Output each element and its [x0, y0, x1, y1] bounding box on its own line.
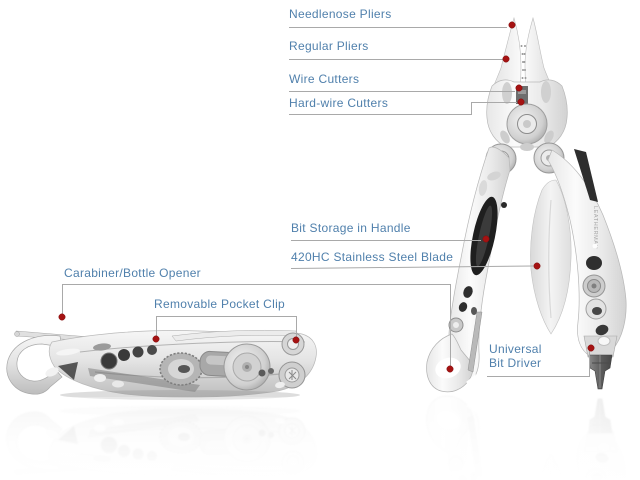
label-pocket-clip: Removable Pocket Clip: [154, 297, 286, 311]
dot-pocket-clip-right: [292, 336, 300, 344]
label-universal-bit-driver-line1: Universal: [489, 342, 542, 356]
closed-carabiner-hook: [6, 335, 63, 395]
dot-wire-cutters: [515, 84, 523, 92]
reflection-fade: [0, 397, 640, 480]
label-wire-cutters: Wire Cutters: [289, 72, 360, 86]
closed-tool-photo: [6, 329, 317, 400]
label-needlenose-pliers: Needlenose Pliers: [289, 7, 392, 21]
blade-channel: [574, 149, 598, 202]
dot-carabiner-closed: [58, 313, 66, 321]
label-bit-storage: Bit Storage in Handle: [291, 221, 411, 235]
dot-bit-storage: [482, 235, 490, 243]
dot-steel-blade: [533, 262, 541, 270]
dot-pocket-clip-left: [152, 335, 160, 343]
label-universal-bit-driver-line2: Bit Driver: [489, 356, 542, 370]
dot-needlenose-pliers: [508, 21, 516, 29]
dot-regular-pliers: [502, 55, 510, 63]
label-carabiner-opener: Carabiner/Bottle Opener: [64, 266, 201, 280]
knife-blade: [530, 179, 572, 335]
label-hard-wire-cutters: Hard-wire Cutters: [289, 96, 389, 110]
line-carabiner-opener: [62, 284, 451, 366]
dot-carabiner-open: [446, 365, 454, 373]
dot-universal-bit-driver: [587, 344, 595, 352]
label-regular-pliers: Regular Pliers: [289, 39, 369, 53]
line-steel-blade: [290, 265, 534, 269]
brand-engraving: LEATHERMAN: [592, 206, 598, 249]
line-hard-wire-cutters: [289, 102, 517, 115]
label-universal-bit-driver: Universal Bit Driver: [489, 342, 542, 370]
open-pocket-clip: [467, 311, 483, 373]
line-pocket-clip: [156, 316, 297, 337]
callout-dots: [58, 21, 595, 373]
callout-lines: [62, 27, 590, 377]
line-universal-bit-driver: [487, 351, 590, 377]
universal-bit-driver-part: [583, 335, 618, 390]
dot-hard-wire-cutters: [517, 98, 525, 106]
open-tool-photo: LEATHERMAN: [426, 16, 627, 393]
label-steel-blade: 420HC Stainless Steel Blade: [291, 250, 454, 264]
